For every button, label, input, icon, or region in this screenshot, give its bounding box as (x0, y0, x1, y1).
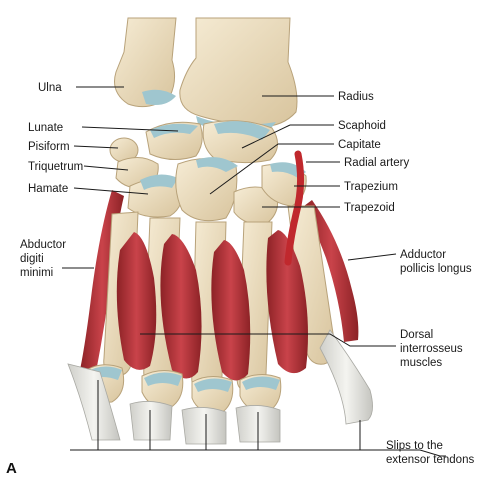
label-pisiform: Pisiform (28, 141, 70, 153)
ulna-bone (114, 17, 177, 108)
label-slips-extensor-tendons: Slips to the extensor tendons (386, 440, 474, 466)
label-abductor-digiti-minimi: Abductor digiti minimi (20, 239, 69, 279)
trapezoid-bone (233, 186, 279, 225)
label-hamate: Hamate (28, 183, 68, 195)
panel-letter: A (6, 460, 17, 477)
label-dorsal-interrosseus-muscles: Dorsal interrosseus muscles (400, 329, 466, 369)
carpal-bones (109, 120, 307, 225)
label-ulna: Ulna (38, 82, 62, 94)
label-radius: Radius (338, 91, 374, 103)
label-radial-artery: Radial artery (344, 157, 409, 169)
radius-bone (179, 17, 298, 133)
label-trapezium: Trapezium (344, 181, 398, 193)
radial-artery (284, 150, 305, 266)
label-abductor-pollicis-longus: Adductor pollicis longus (400, 249, 472, 275)
dorsal-interosseus-muscles (116, 230, 308, 381)
label-triquetrum: Triquetrum (28, 161, 83, 173)
labels: Ulna Radius Lunate Scaphoid Pisiform Cap… (6, 82, 474, 477)
label-lunate: Lunate (28, 122, 63, 134)
label-trapezoid: Trapezoid (344, 202, 395, 214)
label-scaphoid: Scaphoid (338, 120, 386, 132)
leader-lines (62, 86, 446, 457)
label-capitate: Capitate (338, 139, 381, 151)
